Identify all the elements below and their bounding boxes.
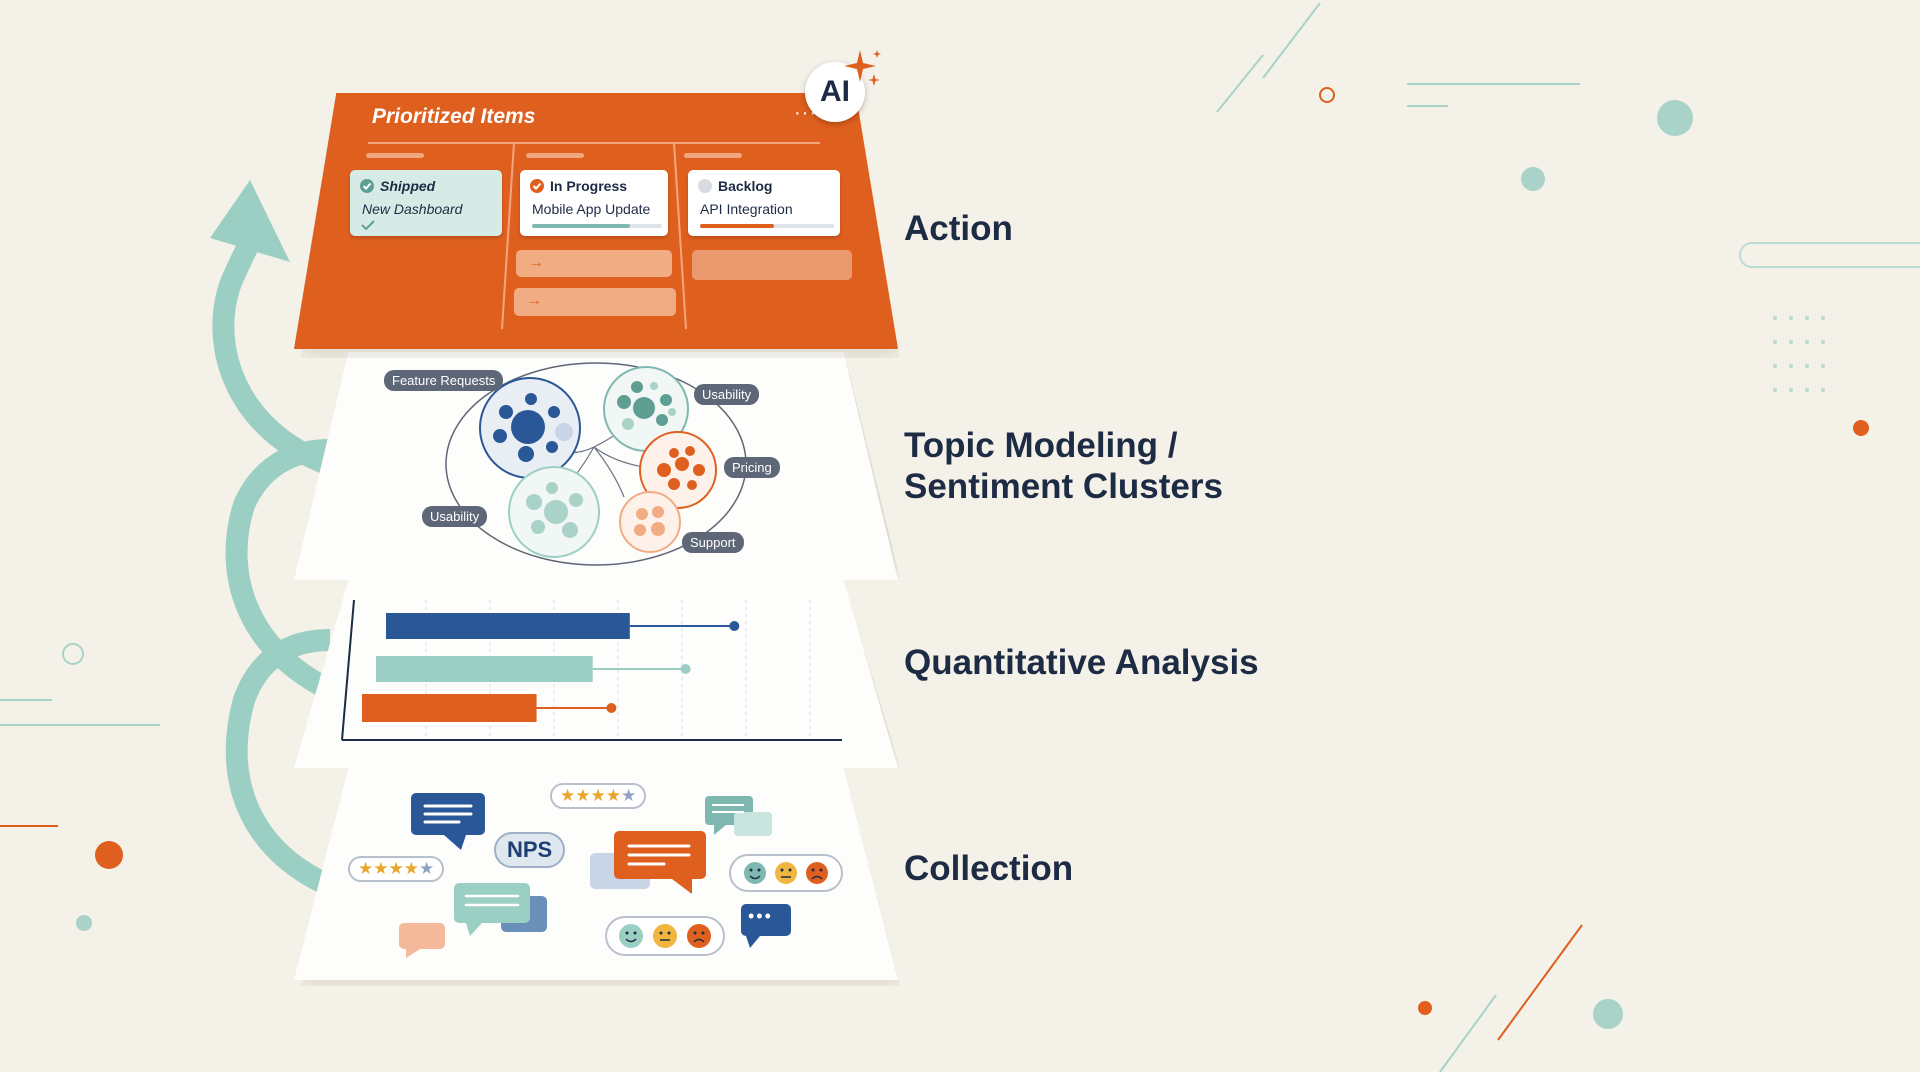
bar-endpoint-2: [606, 703, 617, 713]
arrow-head: [210, 180, 290, 262]
y-axis: [341, 599, 355, 741]
layer-label-topics-line1: Topic Modeling /: [904, 426, 1178, 465]
kanban-card-shipped[interactable]: Shipped New Dashboard: [350, 170, 502, 236]
kanban-task-strip[interactable]: →: [514, 288, 676, 316]
quant-layer: [294, 580, 898, 768]
rating-top-filled: ★★★★: [560, 786, 621, 805]
card-status-label: In Progress: [550, 178, 628, 194]
column-head-bar: [366, 153, 424, 158]
column-head-bar: [526, 153, 584, 158]
topics-layer: Feature Requests Usability Pricing Usabi…: [294, 352, 898, 580]
kanban-card-backlog[interactable]: Backlog API Integration: [688, 170, 840, 236]
rating-left-filled: ★★★★: [358, 859, 419, 878]
card-item-label: Mobile App Update: [532, 201, 651, 217]
cluster-label-support: Support: [682, 532, 744, 553]
bar-0: [386, 613, 630, 639]
kanban-task-strip[interactable]: →: [516, 250, 672, 277]
cluster-diagram: [445, 362, 747, 566]
kanban-title: Prioritized Items: [372, 105, 536, 128]
chat-dots: •••: [748, 906, 773, 926]
rating-left-empty: ★: [418, 859, 435, 878]
kanban-task-strip[interactable]: [692, 250, 852, 280]
rating-top: ★★★★★: [550, 783, 647, 809]
layer-label-collection: Collection: [904, 849, 1074, 888]
card-status-label: Backlog: [718, 178, 773, 194]
cluster-label-feature-requests: Feature Requests: [384, 370, 504, 391]
cluster-label-pricing: Pricing: [724, 457, 780, 478]
sentiment-faces-bottom: [605, 916, 725, 956]
card-item-label: API Integration: [700, 201, 793, 217]
progress-fill: [700, 224, 774, 228]
rating-top-empty: ★: [620, 786, 637, 805]
collection-layer: ••• ★★★★★ ★★★★★ NPS: [294, 768, 898, 980]
layer-label-topics-line2: Sentiment Clusters: [904, 467, 1223, 506]
cluster-label-usability-top: Usability: [694, 384, 760, 405]
kanban-column-dividers: [501, 143, 687, 329]
progress-fill: [532, 224, 630, 228]
bar-2: [362, 694, 537, 722]
check-circle-icon: [360, 179, 374, 193]
bar-endpoint-0: [729, 621, 740, 631]
card-item-label: New Dashboard: [362, 201, 463, 217]
arrow-right-icon: →: [528, 254, 544, 271]
arrow-right-icon: →: [526, 292, 542, 309]
chat-bubbles: [399, 793, 791, 958]
flow-arrow: [210, 180, 335, 897]
bar-chart: [341, 599, 842, 741]
bar-1: [376, 656, 593, 682]
card-status-label: Shipped: [380, 178, 436, 194]
layer-label-action: Action: [904, 209, 1013, 248]
sparkle-icon: [844, 50, 881, 86]
check-circle-icon: [530, 179, 544, 193]
check-icon: [361, 220, 375, 231]
bar-endpoint-1: [680, 664, 691, 674]
nps-badge: NPS: [494, 832, 566, 868]
kanban-header-divider: [368, 142, 820, 144]
rating-left: ★★★★★: [348, 856, 445, 882]
ai-badge: AI: [805, 62, 865, 122]
layer-label-quant: Quantitative Analysis: [904, 643, 1259, 682]
empty-circle-icon: [698, 179, 712, 193]
cluster-label-usability-bottom: Usability: [422, 506, 488, 527]
kanban-card-in-progress[interactable]: In Progress Mobile App Update: [520, 170, 668, 236]
column-head-bar: [684, 153, 742, 158]
sentiment-faces-right: [729, 854, 843, 892]
face-icons: [619, 924, 711, 948]
face-icons: [744, 862, 828, 884]
